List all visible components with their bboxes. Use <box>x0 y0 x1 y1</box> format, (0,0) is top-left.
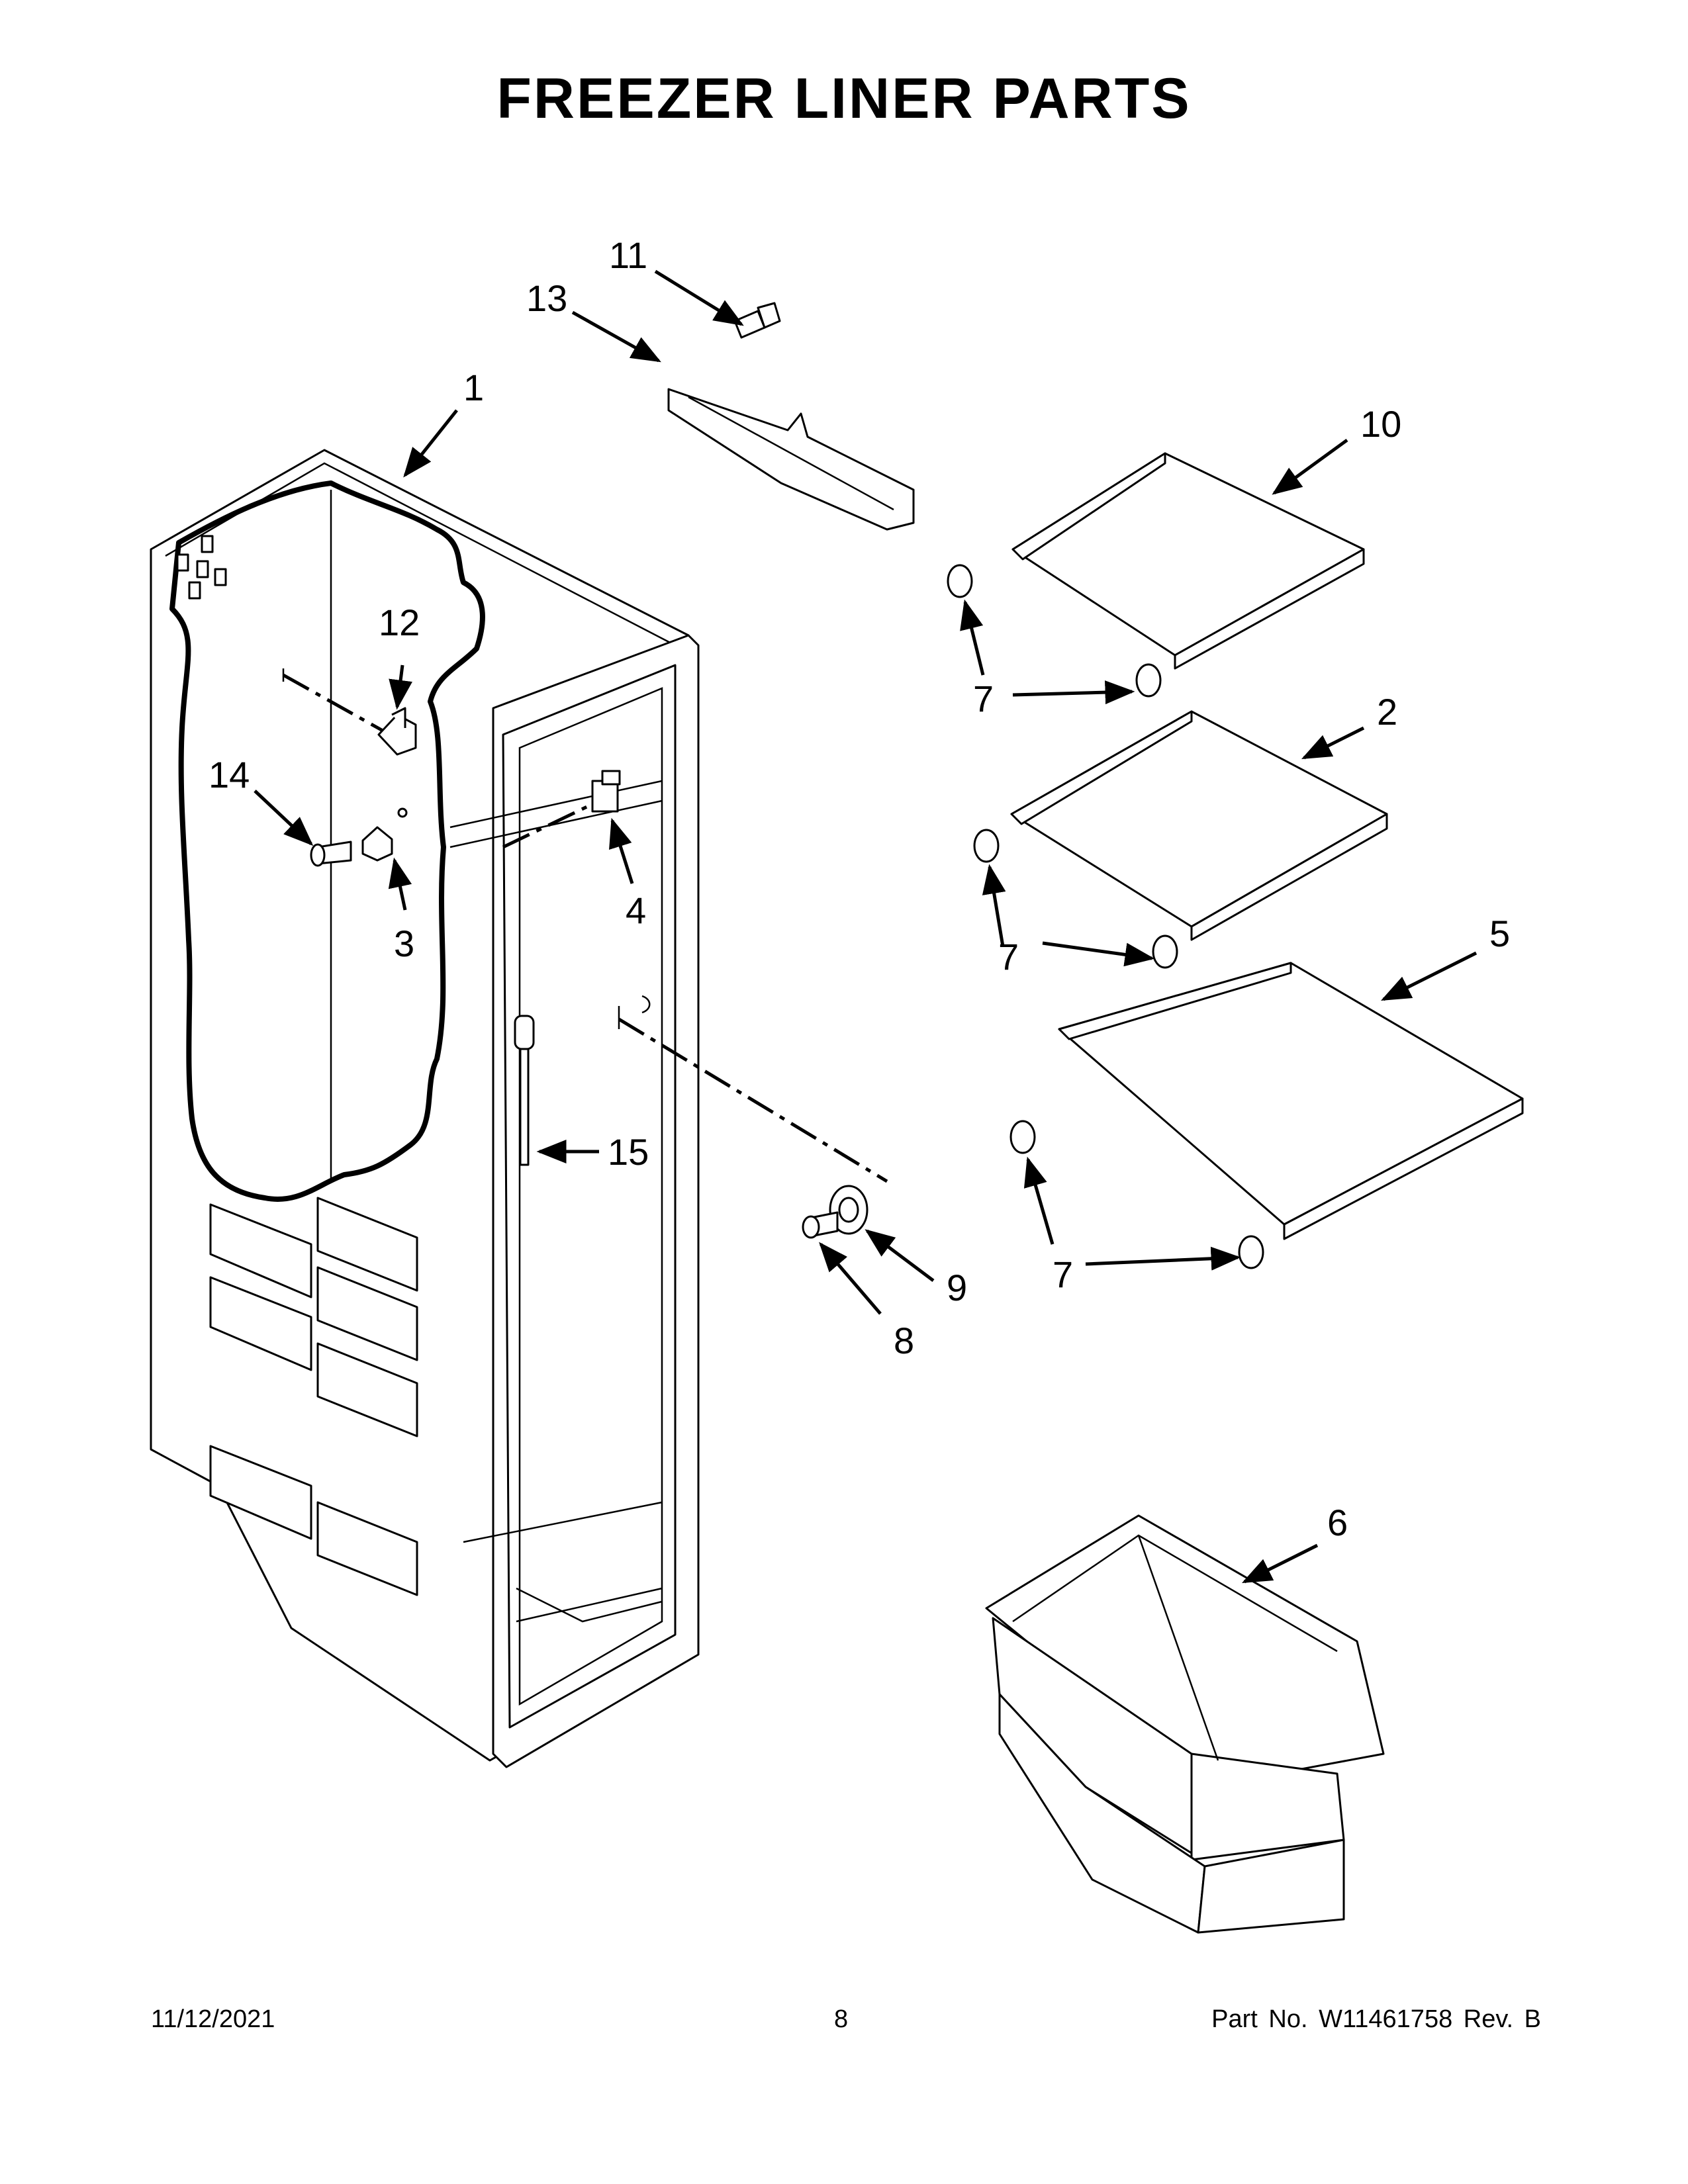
callout-labels: 1 2 3 4 5 6 7 7 7 8 9 10 11 12 13 14 15 <box>209 234 1510 1543</box>
stud-part-8 <box>802 1211 839 1239</box>
callout-arrows <box>254 269 1477 1584</box>
callout-1: 1 <box>463 367 484 408</box>
footer-part-number: Part No. W11461758 Rev. B <box>1211 2005 1541 2033</box>
shelf-part-5 <box>1058 962 1524 1240</box>
callout-13: 13 <box>526 277 567 319</box>
leader-lines <box>282 668 888 1183</box>
rail-part-13 <box>667 388 915 531</box>
freezer-bin-part-6 <box>985 1514 1385 1934</box>
callout-4: 4 <box>626 889 646 931</box>
freezer-liner-part-1 <box>150 449 700 1768</box>
bracket-part-3 <box>361 807 408 862</box>
callout-6: 6 <box>1327 1502 1348 1543</box>
shelf-part-10 <box>1011 452 1365 670</box>
footer-page-number: 8 <box>834 2005 849 2033</box>
callout-5: 5 <box>1489 913 1510 954</box>
page-title: FREEZER LINER PARTS <box>496 67 1192 130</box>
callout-3: 3 <box>394 923 414 964</box>
callout-9: 9 <box>947 1267 967 1308</box>
footer-date: 11/12/2021 <box>151 2005 275 2033</box>
cam-part-9 <box>829 1185 868 1235</box>
screw-part-14 <box>310 841 352 867</box>
callout-14: 14 <box>209 754 250 796</box>
callout-8: 8 <box>894 1320 914 1361</box>
callout-11: 11 <box>609 234 647 276</box>
sensor-part-15 <box>514 1015 535 1166</box>
callout-7-shelf5-a: 7 <box>1053 1253 1073 1295</box>
callout-12: 12 <box>379 602 420 643</box>
screw-part-11 <box>733 302 781 339</box>
callout-10: 10 <box>1360 403 1401 445</box>
callout-7-shelf10-a: 7 <box>973 678 994 719</box>
callout-7-shelf2-a: 7 <box>998 936 1019 978</box>
callout-2: 2 <box>1377 691 1397 733</box>
switch-part-4 <box>591 770 621 813</box>
shelf-part-2 <box>1010 710 1388 941</box>
callout-15: 15 <box>608 1131 649 1173</box>
